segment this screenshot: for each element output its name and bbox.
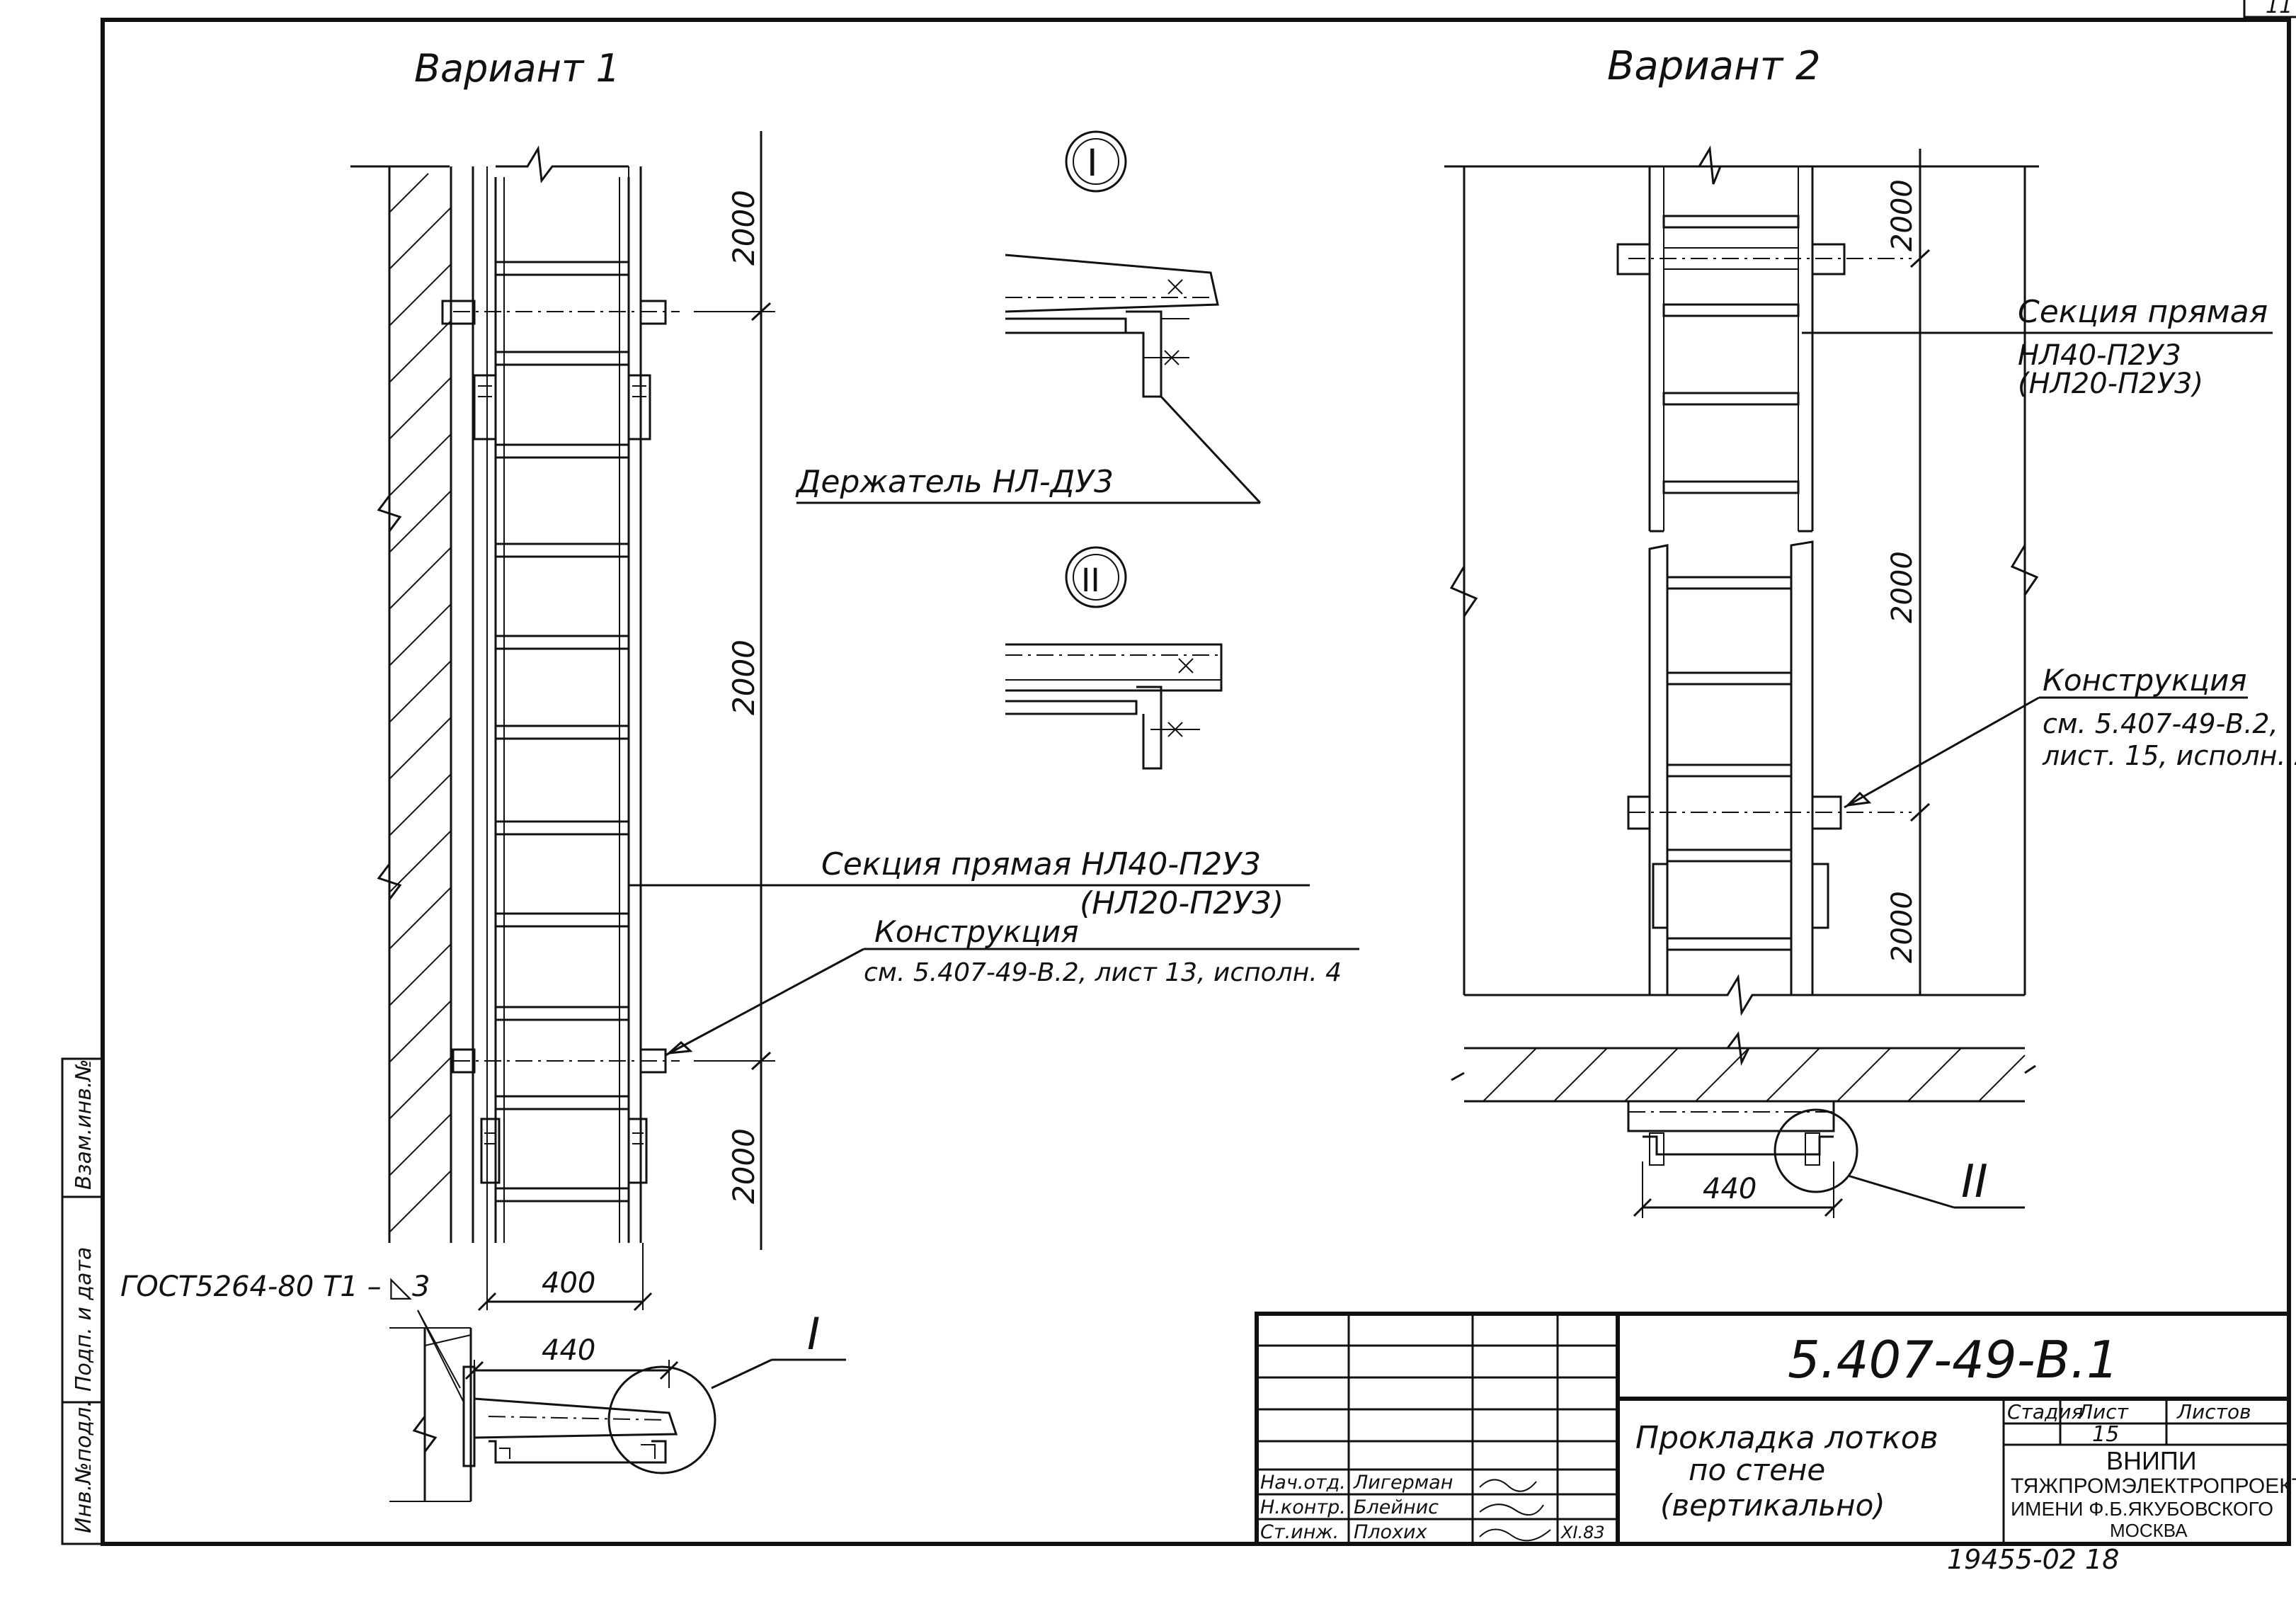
sheet-header: Лист — [2077, 1400, 2129, 1423]
stage-header: Стадия — [2007, 1400, 2083, 1423]
variant1-wall — [350, 165, 452, 1243]
org-line1: ВНИПИ — [2106, 1446, 2197, 1475]
role-norm-control: Н.контр. — [1260, 1496, 1346, 1518]
weld-note: ГОСТ5264-80 Т1 – ◺3 — [120, 1271, 430, 1303]
detail1-drawing — [1005, 254, 1219, 398]
date-senior-engineer: XI.83 — [1560, 1523, 1605, 1542]
drawing-title-line2: по стене — [1689, 1453, 1825, 1487]
variant2-title: Вариант 2 — [1607, 43, 1821, 89]
variant1-plan-section: 440 I ГОСТ5264-80 Т1 – ◺3 — [120, 1271, 846, 1502]
variant1-holder-top — [441, 300, 680, 441]
org-line3: ИМЕНИ Ф.Б.ЯКУБОВСКОГО — [2011, 1498, 2273, 1520]
variant1-holder-bottom — [452, 1048, 680, 1184]
document-code: 5.407-49-В.1 — [1788, 1330, 2119, 1389]
variant2-section-code: НЛ40-П2У3 — [2018, 339, 2181, 372]
variant1-section-label: Секция прямая НЛ40-П2У3 — [821, 846, 1261, 882]
title-block: 5.407-49-В.1 Прокладка лотков по стене (… — [1255, 1312, 2296, 1546]
name-head-dept: Лигерман — [1353, 1472, 1453, 1494]
variant1-rungs — [494, 261, 630, 1203]
variant1-construction-title: Конструкция — [874, 914, 1079, 949]
detail2-drawing — [1005, 643, 1223, 770]
variant2-lower-section — [1627, 540, 1912, 995]
variant1-width-440: 440 — [542, 1334, 595, 1367]
variant2-dim-bottom: 2000 — [1886, 891, 1919, 963]
variant1-callout-mark: I — [807, 1308, 820, 1360]
detail-views: I Держатель НЛ-ДУ3 II — [795, 130, 1262, 770]
side-stamp-inventory: Инв.№подл. — [72, 1400, 96, 1533]
variant1-width-400: 400 — [542, 1267, 595, 1300]
page-number: 11 — [2266, 0, 2292, 18]
variant2-upper-section — [1616, 145, 1912, 533]
role-head-dept: Нач.отд. — [1260, 1472, 1346, 1494]
detail2-mark: II — [1081, 562, 1100, 599]
variant1-construction-ref: см. 5.407-49-В.2, лист 13, исполн. 4 — [864, 958, 1342, 987]
sheets-header: Листов — [2176, 1400, 2251, 1423]
variant2-width-440: 440 — [1703, 1173, 1757, 1205]
org-line2: ТЯЖПРОМЭЛЕКТРОПРОЕКТ — [2011, 1474, 2296, 1498]
variant1-dim-middle: 2000 — [726, 640, 761, 715]
variant2-construction-ref2: лист. 15, исполн. 2 — [2042, 740, 2296, 771]
name-senior-engineer: Плохих — [1354, 1521, 1428, 1543]
signature-1 — [1479, 1479, 1537, 1492]
role-senior-engineer: Ст.инж. — [1260, 1521, 1339, 1543]
variant2-section-label: Секция прямая — [2018, 294, 2268, 330]
side-stamp: Взам.инв.№ Подп. и дата Инв.№подл. — [61, 1057, 104, 1545]
drawing-title-line3: (вертикально) — [1660, 1488, 1885, 1523]
footer-code: 19455-02 18 — [1947, 1544, 2119, 1575]
holder-label: Держатель НЛ-ДУ3 — [795, 464, 1114, 500]
detail1-mark: I — [1087, 140, 1098, 184]
variant2-callout-mark: II — [1961, 1156, 1988, 1208]
drawing-frame — [101, 18, 2291, 1546]
variant2-dim-top: 2000 — [1886, 179, 1919, 251]
variant1-dim-bottom: 2000 — [726, 1128, 761, 1204]
variant2-construction-ref1: см. 5.407-49-В.2, — [2043, 708, 2278, 739]
org-line4: МОСКВА — [2110, 1520, 2188, 1541]
variant1-dim-top: 2000 — [726, 190, 761, 266]
variant2-drawing: Вариант 2 — [1444, 43, 2296, 1218]
signature-2 — [1479, 1504, 1544, 1516]
variant1-title: Вариант 1 — [414, 46, 620, 91]
variant1-section-label-alt: (НЛ20-П2У3) — [1080, 885, 1284, 921]
variant1-drawing: Вариант 1 — [120, 46, 1359, 1502]
variant2-dim-middle: 2000 — [1886, 551, 1919, 623]
variant2-construction-title: Конструкция — [2043, 663, 2247, 698]
sheet-number: 15 — [2092, 1422, 2119, 1447]
variant2-section-code-alt: (НЛ20-П2У3) — [2018, 368, 2203, 400]
side-stamp-replaced: Взам.инв.№ — [72, 1059, 96, 1190]
signature-3 — [1479, 1528, 1551, 1542]
side-stamp-signature: Подп. и дата — [72, 1247, 96, 1392]
variant2-plan-section: 440 II — [1451, 1031, 2036, 1218]
name-norm-control: Блейнис — [1354, 1496, 1439, 1518]
drawing-title-line1: Прокладка лотков — [1635, 1420, 1938, 1456]
